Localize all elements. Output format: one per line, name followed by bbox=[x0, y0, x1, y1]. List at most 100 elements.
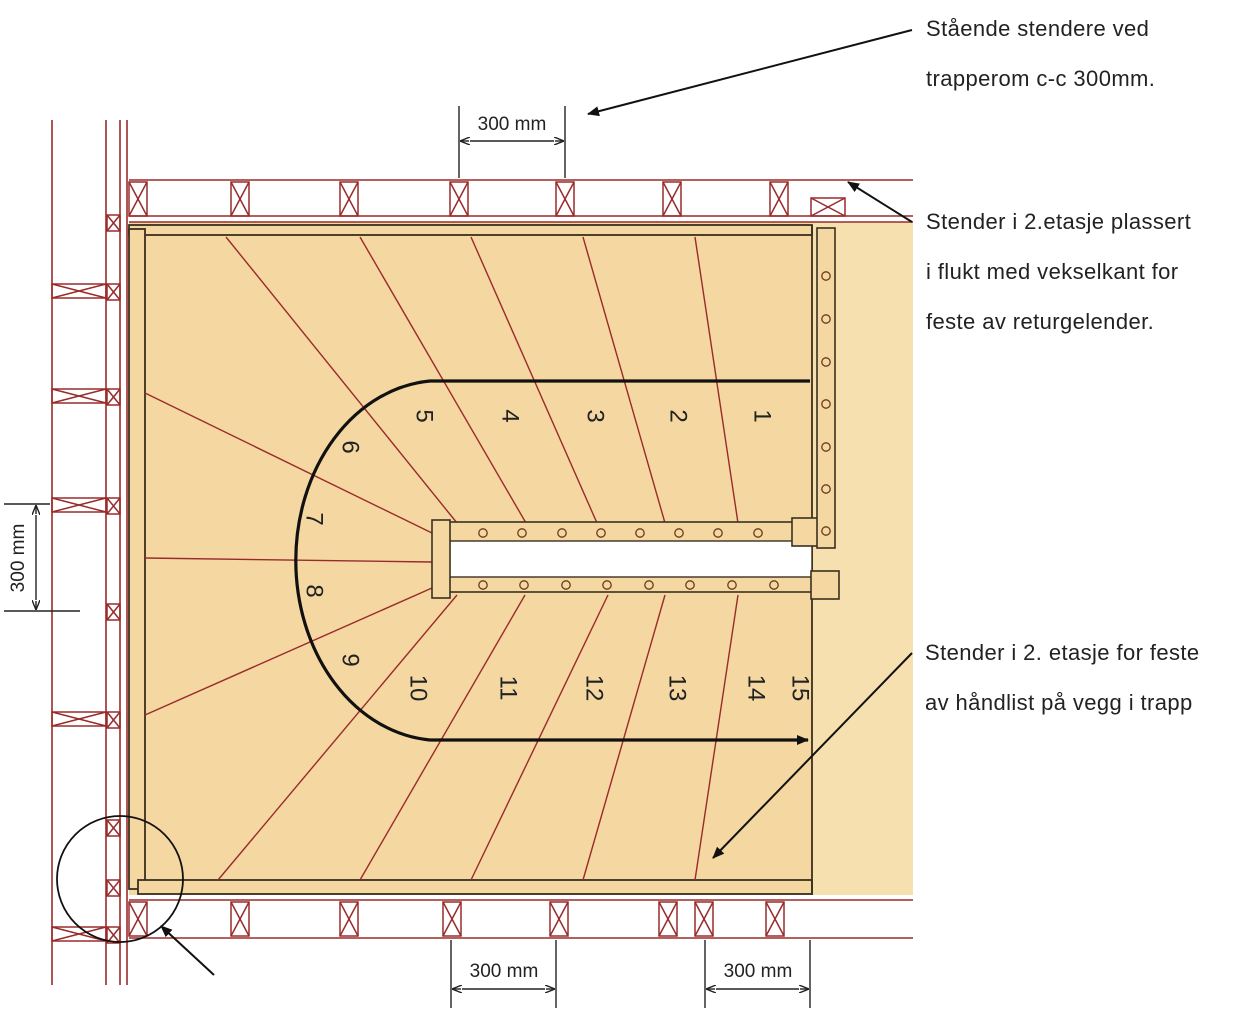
well-opening bbox=[431, 517, 840, 600]
step-number: 13 bbox=[664, 675, 691, 702]
balusters bbox=[478, 271, 831, 590]
baluster bbox=[769, 580, 779, 590]
baluster bbox=[602, 580, 612, 590]
step-number: 3 bbox=[582, 409, 609, 422]
tread-lines bbox=[144, 236, 739, 881]
joist bbox=[51, 388, 107, 404]
note-line: Stender i 2.etasje plassert bbox=[926, 209, 1192, 234]
bottom-wall-framing bbox=[129, 899, 913, 939]
joist bbox=[51, 711, 107, 727]
left-wall-framing bbox=[51, 120, 128, 985]
stud bbox=[662, 181, 682, 217]
stud bbox=[694, 901, 714, 937]
tread-line bbox=[359, 594, 526, 881]
step-number: 5 bbox=[411, 409, 438, 422]
stud bbox=[106, 214, 121, 232]
stud bbox=[106, 879, 121, 897]
note-top-studs: Stående stendere ved trapperom c-c 300mm… bbox=[926, 4, 1155, 104]
stud bbox=[339, 181, 359, 217]
step-number: 11 bbox=[495, 676, 522, 701]
stud bbox=[106, 388, 121, 406]
dimension-top bbox=[458, 106, 566, 178]
stud bbox=[810, 197, 846, 217]
leader-bottom-corner bbox=[160, 925, 215, 976]
tread-line bbox=[582, 594, 666, 881]
joist bbox=[51, 283, 107, 299]
baluster bbox=[821, 399, 831, 409]
note-line: Stender i 2. etasje for feste bbox=[925, 640, 1200, 665]
stud bbox=[128, 901, 148, 937]
stud bbox=[769, 181, 789, 217]
baluster bbox=[821, 484, 831, 494]
dimension-bottom-left bbox=[450, 940, 557, 1008]
baluster bbox=[557, 528, 567, 538]
baluster bbox=[821, 314, 831, 324]
baluster bbox=[821, 442, 831, 452]
corner-highlight-circle bbox=[56, 815, 184, 943]
note-handrail-stud: Stender i 2. etasje for feste av håndlis… bbox=[925, 628, 1200, 728]
baluster bbox=[478, 580, 488, 590]
note-line: feste av returgelender. bbox=[926, 309, 1155, 334]
leader-right-upper bbox=[847, 181, 913, 223]
left-studs bbox=[106, 214, 121, 944]
step-number: 1 bbox=[749, 409, 776, 422]
stud bbox=[106, 497, 121, 515]
tread-line bbox=[694, 594, 739, 881]
leader-arrows bbox=[160, 29, 913, 976]
return-railing bbox=[816, 227, 836, 549]
dimension-bottom-left-label: 300 mm bbox=[470, 961, 539, 982]
stud bbox=[765, 901, 785, 937]
baluster bbox=[635, 528, 645, 538]
step-number: 2 bbox=[665, 409, 692, 422]
stud bbox=[128, 181, 148, 217]
stud bbox=[106, 603, 121, 621]
baluster bbox=[478, 528, 488, 538]
stud bbox=[549, 901, 569, 937]
leader-right-lower bbox=[712, 652, 913, 859]
stud bbox=[106, 711, 121, 729]
baluster bbox=[561, 580, 571, 590]
note-return-railing-stud: Stender i 2.etasje plassert i flukt med … bbox=[926, 197, 1191, 347]
step-number: 14 bbox=[743, 675, 770, 702]
dimension-left-label: 300 mm bbox=[8, 524, 29, 593]
baluster bbox=[519, 580, 529, 590]
note-line: i flukt med vekselkant for bbox=[926, 259, 1179, 284]
step-number: 12 bbox=[581, 675, 608, 702]
stud bbox=[555, 181, 575, 217]
baluster bbox=[753, 528, 763, 538]
baluster bbox=[674, 528, 684, 538]
tread-line bbox=[144, 557, 433, 563]
note-line: av håndlist på vegg i trapp bbox=[925, 690, 1193, 715]
baluster bbox=[821, 526, 831, 536]
walk-line bbox=[294, 379, 810, 745]
step-number: 4 bbox=[497, 409, 524, 422]
stud bbox=[230, 181, 250, 217]
baluster bbox=[713, 528, 723, 538]
stud bbox=[106, 283, 121, 301]
step-number: 6 bbox=[337, 440, 364, 453]
step-number: 15 bbox=[787, 675, 814, 702]
stud bbox=[449, 181, 469, 217]
dimension-bottom-right-label: 300 mm bbox=[724, 961, 793, 982]
baluster bbox=[517, 528, 527, 538]
baluster bbox=[821, 357, 831, 367]
step-number: 8 bbox=[301, 584, 328, 597]
baluster bbox=[821, 271, 831, 281]
baluster bbox=[644, 580, 654, 590]
note-line: Stående stendere ved bbox=[926, 16, 1150, 41]
bottom-studs bbox=[128, 901, 785, 937]
tread-line bbox=[217, 594, 458, 881]
dimension-top-label: 300 mm bbox=[478, 114, 547, 135]
tread-line bbox=[470, 594, 609, 881]
step-number: 7 bbox=[301, 512, 328, 525]
step-number: 9 bbox=[337, 653, 364, 666]
tread-line bbox=[144, 587, 433, 716]
top-studs bbox=[128, 181, 846, 217]
stud bbox=[658, 901, 678, 937]
dimension-left bbox=[4, 503, 80, 612]
tread-line bbox=[225, 236, 458, 524]
step-number: 10 bbox=[405, 675, 432, 702]
stud bbox=[106, 819, 121, 837]
